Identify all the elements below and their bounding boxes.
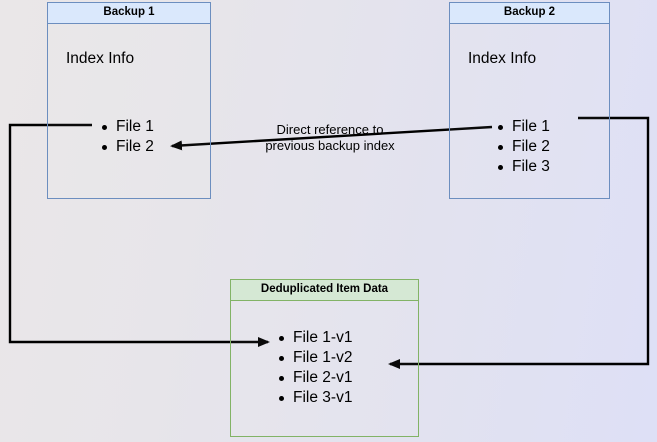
- caption-line-1: Direct reference to: [276, 122, 384, 137]
- backup-1-file-item: File 1: [100, 117, 154, 137]
- caption-line-2: previous backup index: [265, 138, 395, 153]
- node-backup-2-header: Backup 2: [449, 2, 610, 24]
- backup-2-index-label: Index Info: [468, 50, 537, 67]
- dedup-file-item: File 2-v1: [277, 368, 352, 388]
- backup-2-file-item: File 3: [496, 157, 550, 177]
- backup-2-file-item: File 2: [496, 137, 550, 157]
- node-backup-1-header: Backup 1: [47, 2, 211, 24]
- dedup-file-item: File 3-v1: [277, 388, 352, 408]
- dedup-file-item: File 1-v1: [277, 328, 352, 348]
- backup-2-file-item: File 1: [496, 117, 550, 137]
- backup-1-index-label: Index Info: [66, 50, 135, 67]
- dedup-file-item: File 1-v2: [277, 348, 352, 368]
- node-dedup-header: Deduplicated Item Data: [230, 279, 419, 301]
- direct-reference-caption: Direct reference to previous backup inde…: [250, 122, 410, 154]
- backup-1-file-item: File 2: [100, 137, 154, 157]
